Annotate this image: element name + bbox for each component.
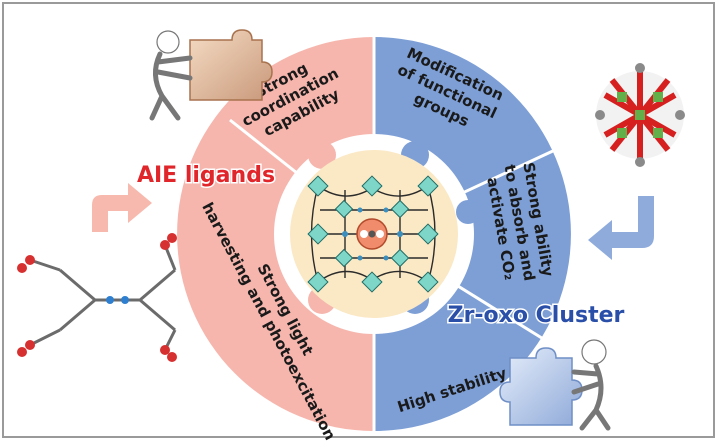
zr-oxo-cluster-title: Zr-oxo Cluster [448, 303, 625, 328]
knob-blue-right [456, 200, 480, 224]
co2-molecule-icon [356, 218, 388, 250]
puzzle-person-blue-icon [499, 339, 611, 431]
puzzle-person-brown-icon [149, 29, 273, 121]
linker-dots [342, 207, 403, 261]
aie-ligands-title: AIE ligands [137, 163, 275, 188]
zr-node-icons [307, 175, 439, 293]
aie-ligand-molecule-icon [17, 233, 177, 362]
arrow-right-icon [92, 183, 152, 232]
zr-oxo-cluster-molecule-icon [595, 63, 685, 167]
knob-pink-top [308, 141, 336, 169]
arrow-left-icon [588, 196, 654, 260]
